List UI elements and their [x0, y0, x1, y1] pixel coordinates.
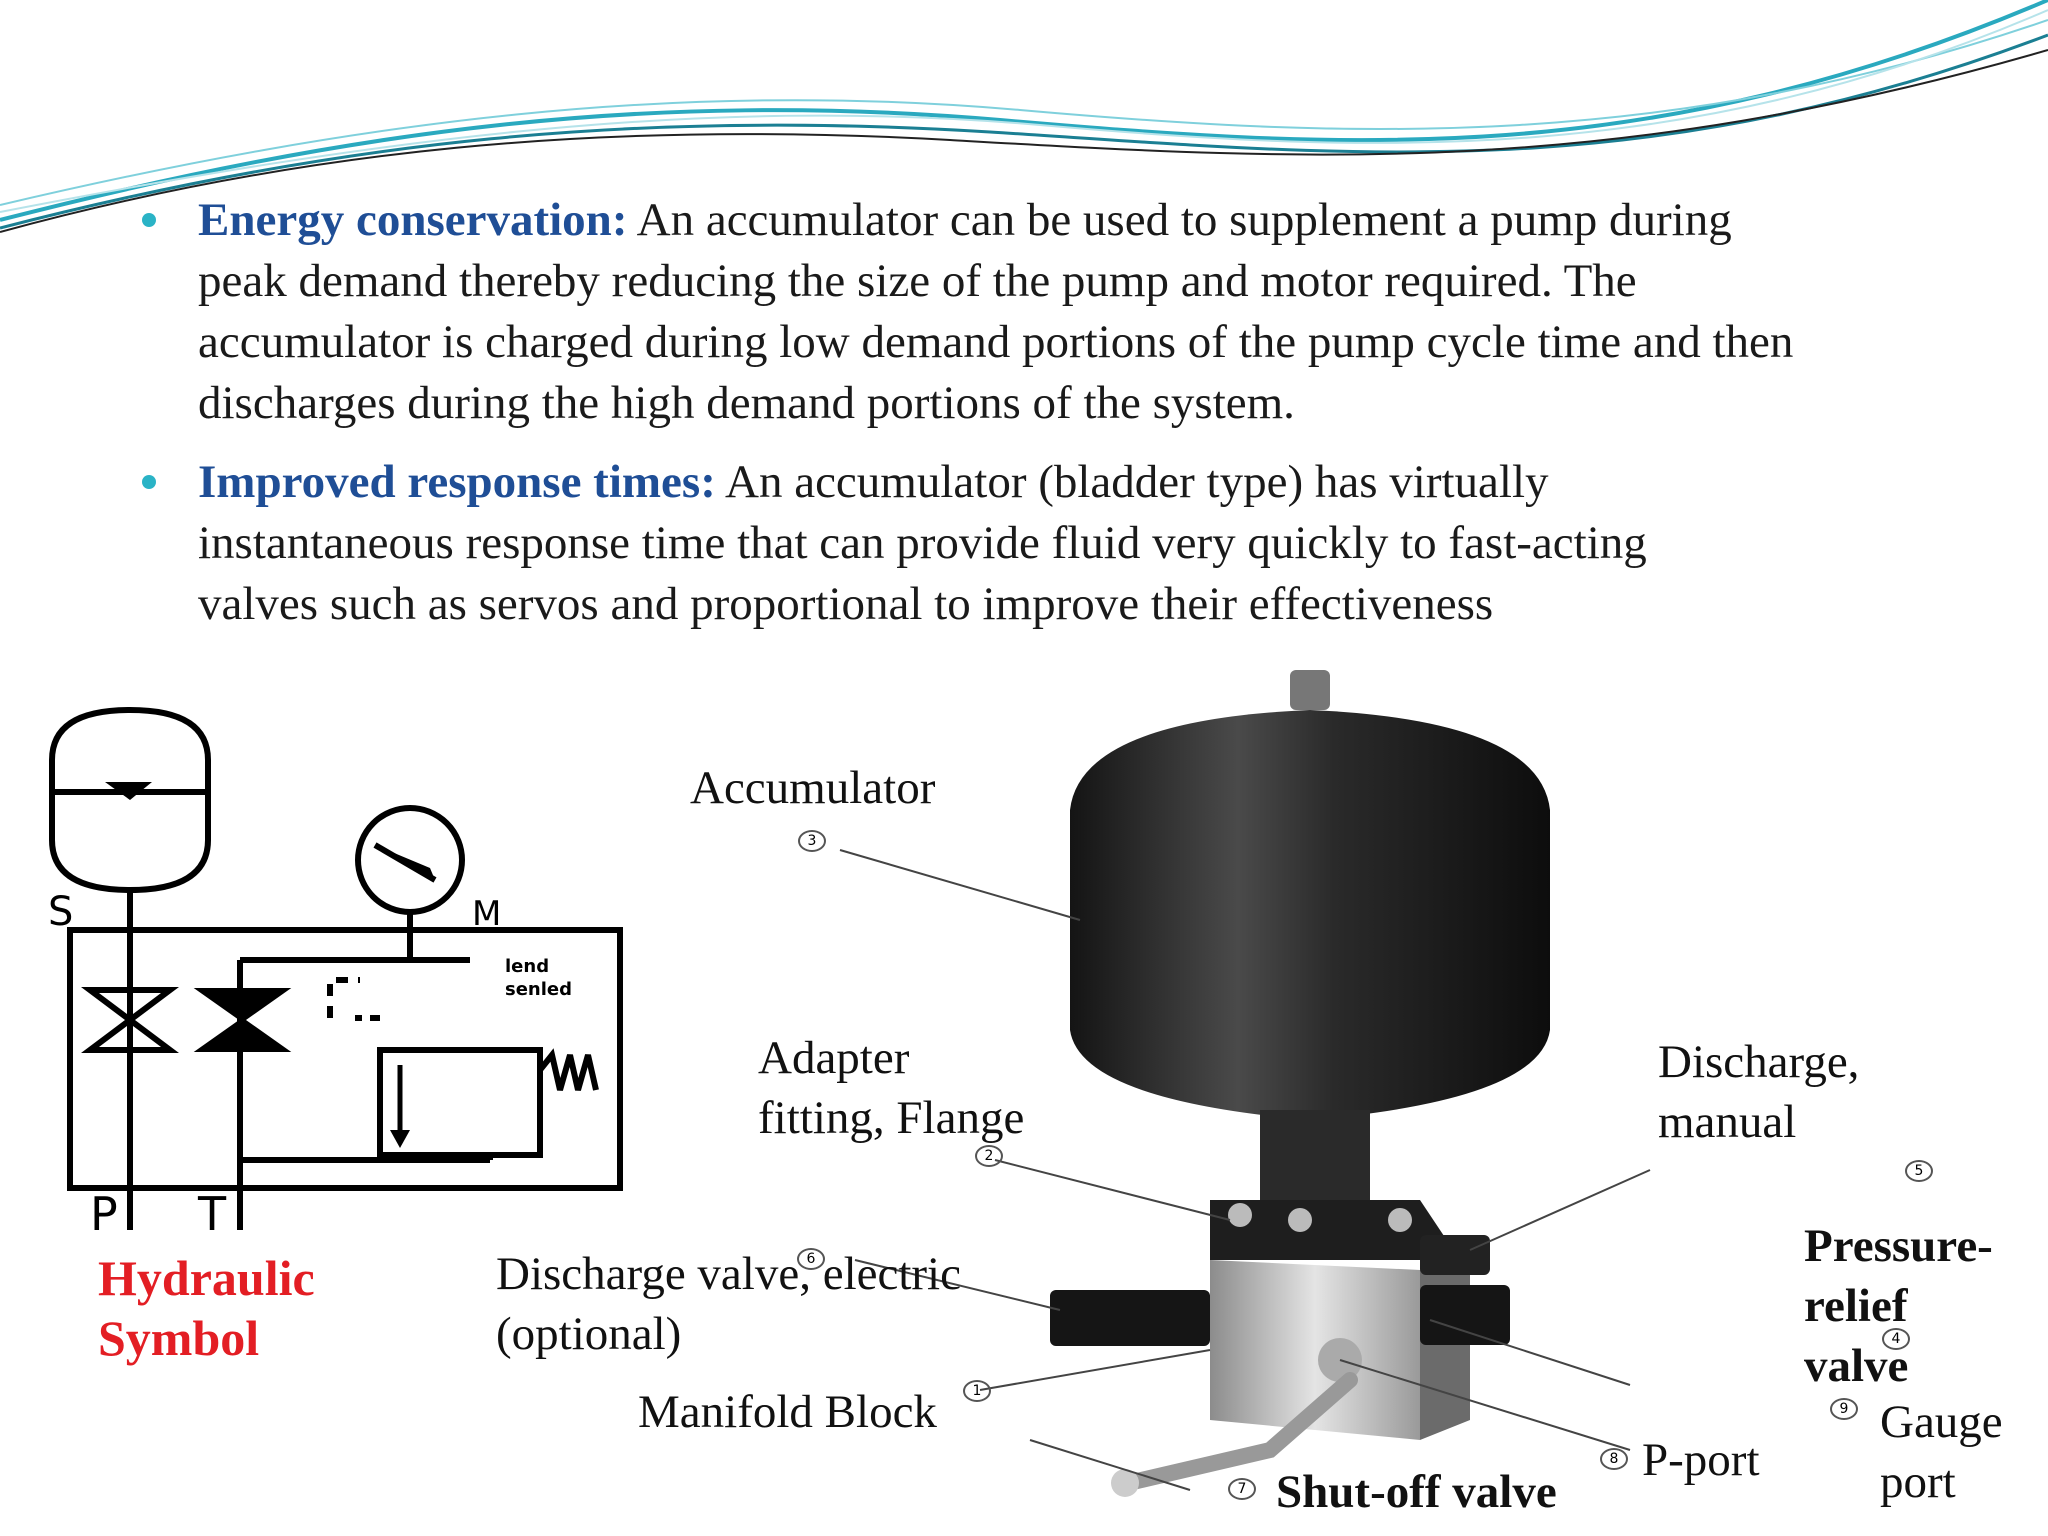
bullet-text: An accumulator (bladder type) has virtua… [715, 456, 1549, 508]
caption-line: Symbol [98, 1310, 260, 1366]
bullet-heading: Energy conservation: [198, 194, 628, 246]
bullet-first-line: Improved response times: An accumulator … [198, 452, 2020, 513]
bullet-first-line: Energy conservation: An accumulator can … [198, 190, 2020, 251]
label-accumulator: Accumulator [690, 762, 936, 814]
bullet-text-line: instantaneous response time that can pro… [198, 517, 1647, 569]
bullet-text: An accumulator can be used to supplement… [627, 194, 1732, 246]
label-manifold-block: Manifold Block [638, 1386, 937, 1438]
symbol-letter-p: P [90, 1187, 118, 1240]
label-discharge-manual: Discharge, manual [1658, 1032, 1859, 1152]
label-p-port: P-port [1642, 1434, 1760, 1486]
label-line: fitting, Flange [758, 1092, 1025, 1144]
symbol-load-label-2: senled [505, 979, 572, 1000]
bullet-dot-icon [142, 475, 156, 489]
label-line: Adapter [758, 1032, 910, 1084]
label-line: manual [1658, 1096, 1797, 1148]
accumulator-photo [839, 670, 1651, 1497]
callout-7: 7 [1228, 1478, 1256, 1500]
bullet-heading: Improved response times: [198, 456, 716, 508]
callout-8: 8 [1600, 1448, 1628, 1470]
label-pressure-relief-valve: Pressure- relief valve [1804, 1216, 1993, 1396]
bullet-text-line: valves such as servos and proportional t… [198, 578, 1494, 630]
callout-4: 4 [1882, 1328, 1910, 1350]
symbol-letter-s: S [48, 889, 73, 935]
label-discharge-electric: Discharge valve, electric (optional) [496, 1244, 961, 1364]
hydraulic-symbol-caption: Hydraulic Symbol [98, 1248, 315, 1368]
symbol-letter-m: M [472, 894, 501, 934]
label-line: Discharge, [1658, 1036, 1860, 1088]
hydraulic-symbol-diagram: S M P T lend senled [48, 706, 623, 1240]
callout-2: 2 [975, 1145, 1003, 1167]
caption-line: Hydraulic [98, 1250, 315, 1306]
bullet-text-line: peak demand thereby reducing the size of… [198, 255, 1637, 307]
label-line: (optional) [496, 1308, 682, 1360]
callout-6: 6 [797, 1248, 825, 1270]
bullet-energy-conservation: Energy conservation: An accumulator can … [140, 190, 2020, 434]
header-wave-decoration [0, 0, 2048, 233]
callout-3: 3 [798, 830, 826, 852]
label-line: Discharge valve, electric [496, 1248, 961, 1300]
bullet-text-line: discharges during the high demand portio… [198, 377, 1295, 429]
label-adapter-fitting: Adapter fitting, Flange [758, 1028, 1024, 1148]
label-line: relief [1804, 1280, 1908, 1332]
symbol-load-label-1: lend [505, 956, 549, 977]
bullet-improved-response: Improved response times: An accumulator … [140, 452, 2020, 635]
bullet-text-line: accumulator is charged during low demand… [198, 316, 1794, 368]
label-line: port [1880, 1456, 1956, 1508]
callout-9: 9 [1830, 1398, 1858, 1420]
label-shutoff-valve: Shut-off valve [1276, 1466, 1557, 1518]
callout-1: 1 [963, 1380, 991, 1402]
callout-5: 5 [1905, 1160, 1933, 1182]
label-gauge-port: Gauge port [1880, 1392, 2003, 1512]
bullet-list: Energy conservation: An accumulator can … [140, 190, 2020, 653]
label-line: Pressure- [1804, 1220, 1993, 1272]
bullet-dot-icon [142, 213, 156, 227]
label-line: Gauge [1880, 1396, 2003, 1448]
symbol-letter-t: T [197, 1187, 227, 1240]
